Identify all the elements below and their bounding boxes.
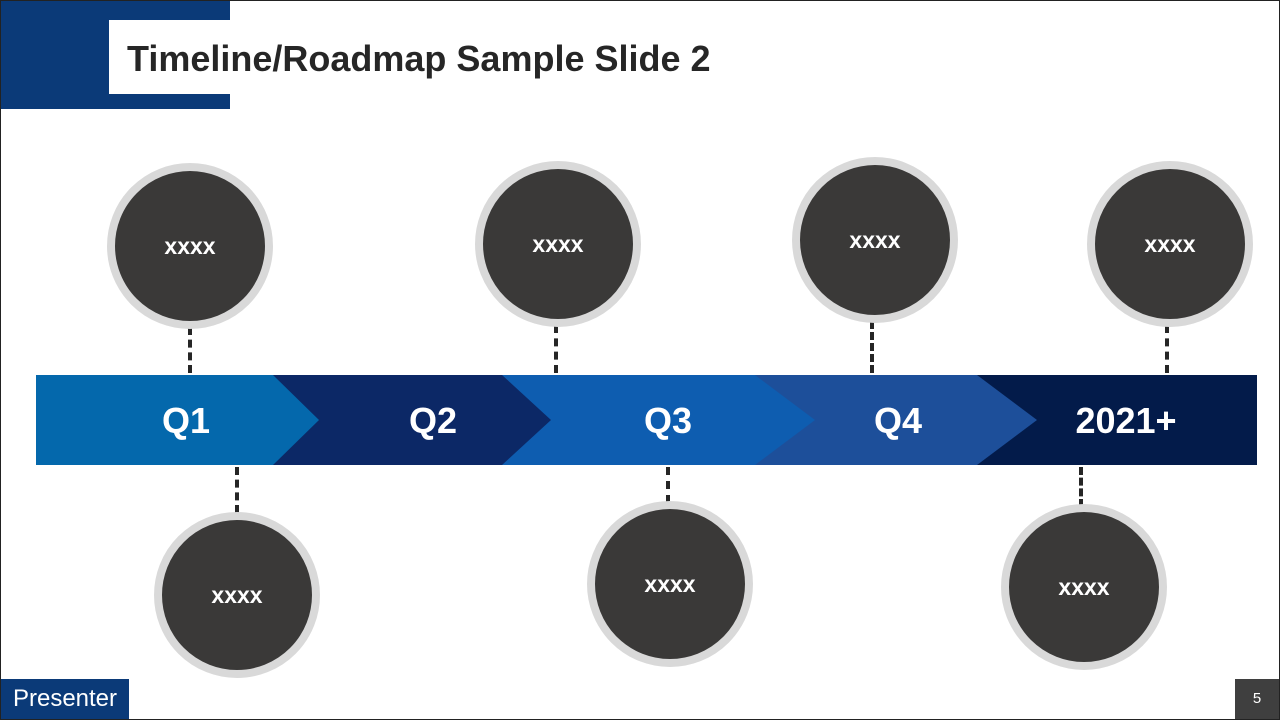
timeline-segment-3 — [498, 375, 815, 465]
milestone-label: xxxx — [211, 581, 263, 608]
milestone-bubble-top-1: xxxx — [107, 163, 273, 329]
milestone-bubble-bottom-1: xxxx — [154, 512, 320, 678]
title-panel — [109, 20, 769, 94]
page-number: 5 — [1235, 679, 1279, 719]
connector-top-1 — [188, 327, 192, 373]
milestone-bubble-top-3: xxxx — [792, 157, 958, 323]
milestone-label: xxxx — [532, 230, 584, 257]
connector-top-2 — [554, 325, 558, 373]
connector-top-3 — [870, 321, 874, 373]
milestone-label: xxxx — [164, 232, 216, 259]
timeline-segment-1 — [36, 375, 319, 465]
connector-bottom-3 — [1079, 467, 1083, 507]
milestone-label: xxxx — [1144, 230, 1196, 257]
connector-bottom-1 — [235, 467, 239, 513]
segment-label-2021-plus: 2021+ — [1075, 400, 1177, 441]
slide-title: Timeline/Roadmap Sample Slide 2 — [127, 38, 711, 79]
segment-label-q1: Q1 — [161, 400, 211, 441]
timeline-segment-5 — [973, 375, 1257, 465]
connector-bottom-2 — [666, 467, 670, 503]
milestone-label: xxxx — [849, 226, 901, 253]
presenter-tag: Presenter — [1, 679, 129, 719]
segment-label-q4: Q4 — [873, 400, 923, 441]
milestone-label: xxxx — [1058, 573, 1110, 600]
connector-top-4 — [1165, 325, 1169, 373]
milestone-bubble-bottom-3: xxxx — [1001, 504, 1167, 670]
segment-label-q3: Q3 — [643, 400, 693, 441]
segment-label-q2: Q2 — [408, 400, 458, 441]
milestone-bubble-bottom-2: xxxx — [587, 501, 753, 667]
timeline-segment-4 — [751, 375, 1037, 465]
milestone-bubble-top-2: xxxx — [475, 161, 641, 327]
milestone-bubble-top-4: xxxx — [1087, 161, 1253, 327]
timeline-segment-2 — [269, 375, 551, 465]
milestone-label: xxxx — [644, 570, 696, 597]
